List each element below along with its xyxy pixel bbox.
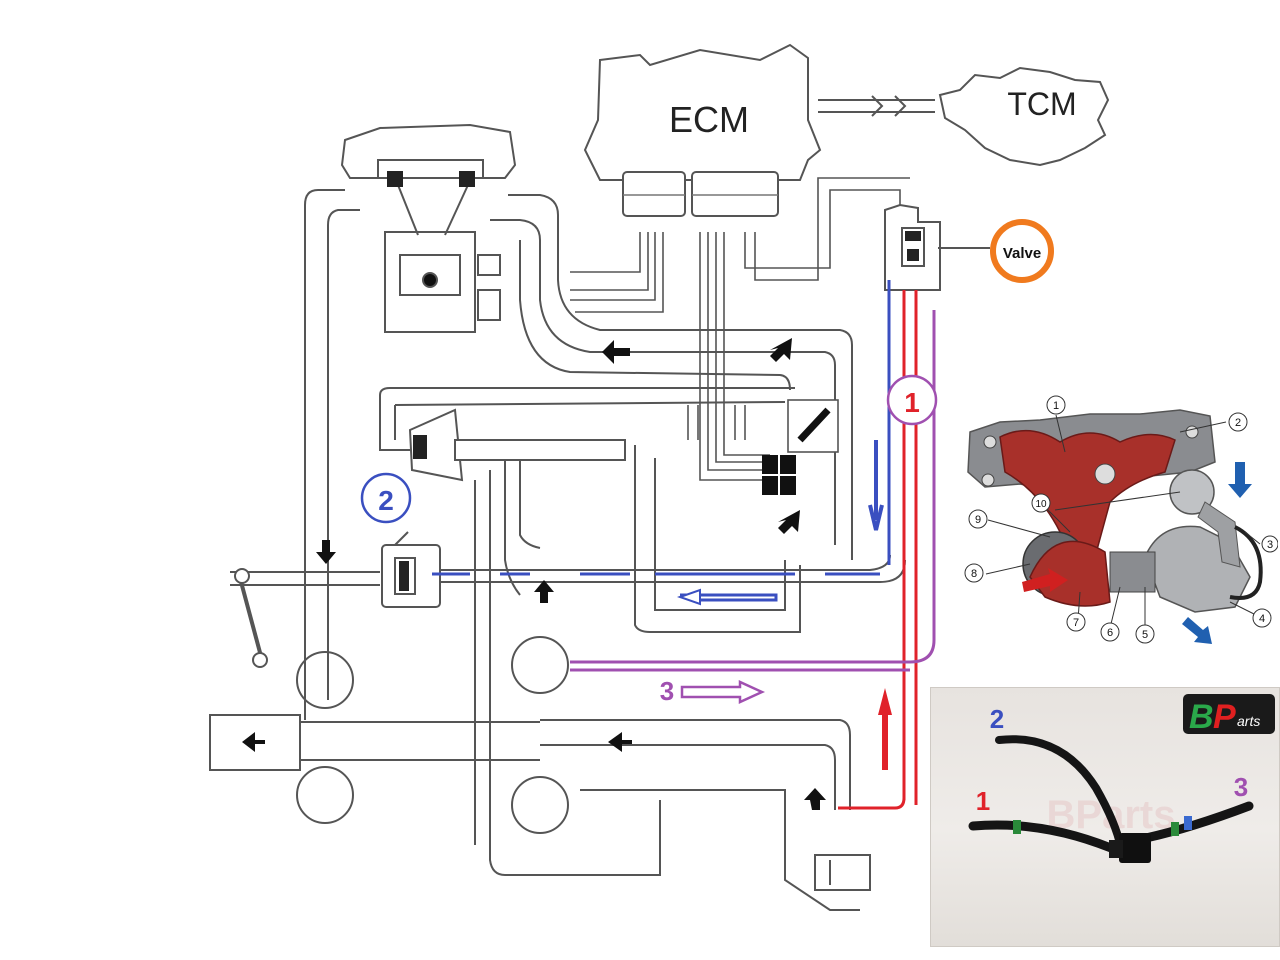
circuit-3-flow-arrow [680, 680, 766, 704]
engine-cylinder [340, 123, 517, 333]
circuit-3-label: 3 [660, 676, 674, 706]
ecm-label: ECM [669, 99, 749, 140]
circuit-1-label: 1 [904, 387, 920, 418]
vacuum-actuator-2 [381, 531, 441, 608]
flow-arrows [242, 338, 826, 810]
brand-logo: B P arts [1183, 694, 1275, 736]
vacuum-canister-upper [408, 408, 626, 482]
callout-8: 8 [964, 563, 984, 583]
brand-letter-b: B [1189, 698, 1214, 736]
circuit-2-flow-arrow [676, 440, 884, 606]
ecm-tcm-link [818, 95, 935, 117]
hose-branch-2 [995, 735, 1125, 852]
valve-solenoid [884, 203, 990, 291]
circuit-2-badge: 2 [360, 472, 412, 524]
callout-3-label: 3 [1267, 539, 1273, 551]
boost-solenoid [762, 399, 839, 495]
intake-piping [209, 189, 906, 911]
callout-2-label: 2 [1235, 417, 1241, 429]
vacuum-hose-photo: BParts B P arts 2 1 3 [930, 687, 1280, 947]
hose-label-1: 1 [976, 786, 990, 816]
turbocharger-illustration: 1 2 3 4 5 6 7 8 9 10 [964, 395, 1278, 644]
tcm-label: TCM [1007, 86, 1076, 122]
callout-7-label: 7 [1073, 617, 1079, 629]
brand-suffix: arts [1237, 713, 1260, 729]
circuit-3-line [570, 310, 936, 672]
callout-4: 4 [1252, 608, 1272, 628]
ecm-module: ECM [583, 43, 822, 217]
outlet-air-arrow [1182, 617, 1212, 644]
exhaust-in-arrow [1022, 568, 1068, 592]
intake-air-arrow [1228, 462, 1252, 498]
ecm-signal-wires [570, 177, 910, 481]
callout-10-label: 10 [1035, 499, 1047, 510]
callout-1-label: 1 [1053, 400, 1059, 412]
tcm-module: TCM [938, 66, 1110, 167]
hose-branch-3 [1141, 801, 1254, 843]
callout-8-label: 8 [971, 568, 977, 580]
callout-3: 3 [1261, 535, 1278, 553]
callout-7: 7 [1066, 612, 1086, 632]
callout-5-label: 5 [1142, 629, 1148, 641]
valve-callout: Valve [990, 219, 1054, 283]
vacuum-hose-drawing: BParts B P arts 2 1 3 [968, 694, 1275, 863]
callout-10: 10 [1031, 493, 1051, 513]
circuit-2-label: 2 [378, 485, 394, 516]
callout-5: 5 [1135, 624, 1155, 644]
callout-9-label: 9 [975, 514, 981, 526]
callout-1: 1 [1046, 395, 1066, 415]
circuit-2-line [432, 280, 891, 602]
circuit-1-flow-arrow [878, 688, 892, 770]
callout-9: 9 [968, 509, 988, 529]
hose-label-3: 3 [1234, 772, 1248, 802]
callout-2: 2 [1228, 412, 1248, 432]
valve-label: Valve [1003, 245, 1041, 262]
callout-6-label: 6 [1107, 627, 1113, 639]
hose-label-2: 2 [990, 704, 1004, 734]
check-valve [1119, 833, 1151, 863]
callout-6: 6 [1100, 622, 1120, 642]
hose-branch-1 [968, 820, 1116, 853]
callout-4-label: 4 [1259, 613, 1265, 625]
circuit-1-badge: 1 [886, 374, 938, 426]
brand-letter-p: P [1213, 698, 1236, 736]
